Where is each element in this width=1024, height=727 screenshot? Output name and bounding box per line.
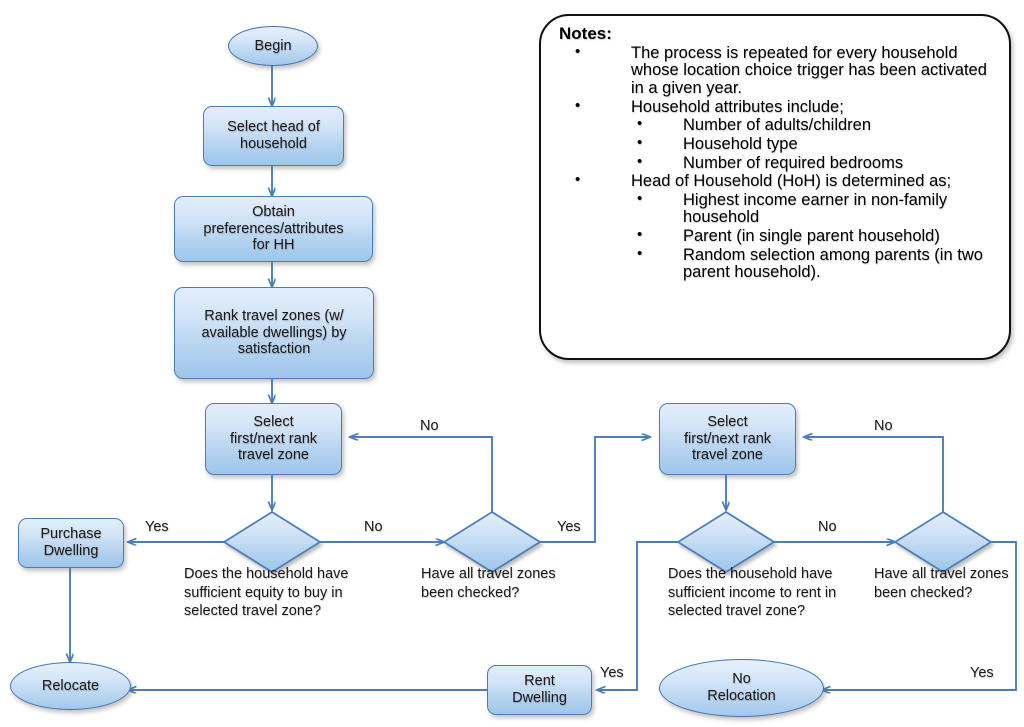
notes-list: • The process is repeated for every house… (559, 42, 995, 282)
decision-all-checked-rent[interactable] (895, 512, 991, 572)
bullet-icon: • (637, 133, 643, 151)
edge-label-all-checked-rent-yes: Yes (970, 665, 994, 681)
bullet-icon: • (637, 189, 643, 207)
bullet-icon: • (575, 171, 581, 189)
decision-all-checked-rent-shape (893, 510, 993, 574)
notes-item: • Household attributes include; (559, 96, 995, 117)
notes-item: • The process is repeated for every house… (559, 42, 995, 98)
node-select-head-of-household-label: Select head of household (227, 119, 320, 152)
notes-item: • Parent (in single parent household) (559, 226, 995, 246)
node-rent-dwelling[interactable]: Rent Dwelling (487, 665, 592, 715)
notes-item: • Highest income earner in non-family hou… (559, 189, 995, 227)
notes-item: • Number of required bedrooms (559, 152, 995, 173)
bullet-icon: • (637, 226, 643, 244)
node-select-zone-rent[interactable]: Select first/next rank travel zone (659, 403, 796, 475)
notes-item-text: Highest income earner in non-family hous… (683, 190, 948, 227)
node-rank-travel-zones-label: Rank travel zones (w/ available dwelling… (201, 308, 347, 358)
notes-item-text: Random selection among parents (in two p… (683, 245, 983, 282)
question-income: Does the household have sufficient incom… (668, 566, 837, 620)
decision-income-shape (676, 510, 776, 574)
notes-item-text: Household type (683, 134, 798, 153)
edge-label-all-checked-rent-no: No (874, 418, 893, 434)
node-no-relocation[interactable]: No Relocation (659, 659, 824, 717)
notes-item: • Household type (559, 133, 995, 154)
bullet-icon: • (637, 115, 643, 133)
edge-label-all-checked-buy-no: No (420, 418, 439, 434)
notes-item: • Random selection among parents (in two … (559, 244, 995, 282)
decision-equity[interactable] (224, 512, 320, 572)
question-equity: Does the household have sufficient equit… (184, 566, 349, 620)
notes-title: Notes: (559, 24, 612, 43)
node-obtain-preferences[interactable]: Obtain preferences/attributes for HH (174, 196, 373, 262)
node-select-zone-rent-label: Select first/next rank travel zone (683, 414, 772, 464)
question-all-checked-rent: Have all travel zones been checked? (874, 566, 1009, 601)
edge-label-equity-yes: Yes (145, 519, 169, 535)
node-rank-travel-zones[interactable]: Rank travel zones (w/ available dwelling… (174, 287, 374, 379)
edge-label-income-yes: Yes (600, 665, 624, 681)
notes-item-text: Parent (in single parent household) (683, 227, 940, 246)
node-select-head-of-household[interactable]: Select head of household (203, 106, 344, 166)
edge-label-all-checked-buy-yes: Yes (557, 519, 581, 535)
notes-item: • Head of Household (HoH) is determined a… (559, 171, 995, 191)
notes-inner: Notes: • The process is repeated for ever… (541, 16, 1009, 289)
notes-item-text: Number of required bedrooms (683, 153, 904, 172)
notes-item-text: Household attributes include; (631, 97, 844, 116)
notes-item: • Number of adults/children (559, 115, 995, 135)
notes-item-text: The process is repeated for every househ… (631, 43, 987, 97)
node-select-zone-buy[interactable]: Select first/next rank travel zone (205, 403, 342, 475)
decision-all-checked-buy[interactable] (444, 512, 540, 572)
decision-equity-shape (222, 510, 322, 574)
bullet-icon: • (575, 96, 581, 114)
node-obtain-preferences-label: Obtain preferences/attributes for HH (203, 204, 344, 254)
node-begin[interactable]: Begin (228, 26, 318, 66)
node-purchase-dwelling-label: Purchase Dwelling (40, 526, 102, 559)
node-rent-dwelling-label: Rent Dwelling (512, 673, 567, 706)
edge-label-equity-no: No (364, 519, 383, 535)
question-all-checked-buy: Have all travel zones been checked? (421, 566, 556, 601)
edge-label-income-no: No (818, 519, 837, 535)
bullet-icon: • (575, 42, 581, 60)
decision-all-checked-buy-shape (442, 510, 542, 574)
node-relocate[interactable]: Relocate (10, 662, 131, 710)
notes-item-text: Head of Household (HoH) is determined as… (631, 172, 952, 191)
notes-item-text: Number of adults/children (683, 116, 872, 135)
notes-callout: Notes: • The process is repeated for ever… (539, 14, 1011, 360)
node-begin-label: Begin (254, 37, 292, 54)
node-purchase-dwelling[interactable]: Purchase Dwelling (18, 518, 124, 568)
node-select-zone-buy-label: Select first/next rank travel zone (229, 414, 318, 464)
bullet-icon: • (637, 152, 643, 170)
node-no-relocation-label: No Relocation (707, 671, 776, 704)
decision-income[interactable] (678, 512, 774, 572)
bullet-icon: • (637, 244, 643, 262)
node-relocate-label: Relocate (41, 677, 100, 694)
